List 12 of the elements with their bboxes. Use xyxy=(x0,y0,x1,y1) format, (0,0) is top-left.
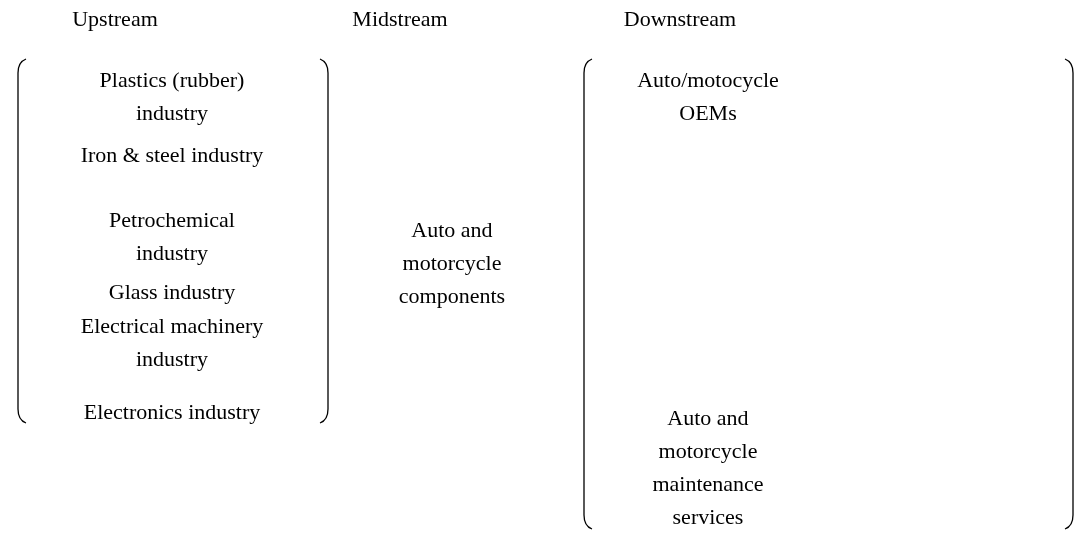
industry-label: Plastics (rubber) industry xyxy=(77,63,267,129)
industry-label: Auto/motocycle OEMs xyxy=(623,63,793,129)
industry-label: Glass industry xyxy=(22,275,322,308)
industry-label: Iron & steel industry xyxy=(22,138,322,171)
stage-heading: Downstream xyxy=(622,5,738,33)
industry-label: Auto and motorcycle maintenance services xyxy=(643,401,773,533)
industry-label: Electrical machinery industry xyxy=(52,309,292,375)
stage-heading: Upstream xyxy=(71,5,159,33)
industry-label: Electronics industry xyxy=(22,395,322,428)
stage-heading: Midstream xyxy=(351,5,449,33)
industry-label: Petrochemical industry xyxy=(97,203,247,269)
industry-label: Auto and motorcycle components xyxy=(377,213,527,312)
